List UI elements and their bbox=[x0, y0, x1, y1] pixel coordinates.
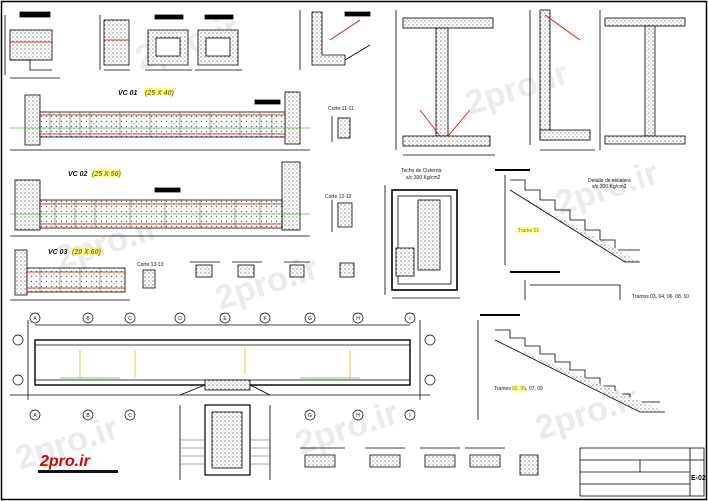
beam-vc02-elevation bbox=[10, 161, 310, 237]
title-block bbox=[579, 447, 705, 497]
grid-bubble bbox=[424, 334, 436, 346]
vc02-dimension: (25 X 50) bbox=[92, 171, 121, 178]
grid-bubble bbox=[424, 374, 436, 386]
stair-flight-3 bbox=[477, 314, 665, 420]
tramos-a-label: Tramos 03, 04, 06, 08, 10 bbox=[632, 294, 689, 300]
grid-bubble: G bbox=[304, 312, 316, 324]
logo-text: 2pro.ir bbox=[39, 453, 91, 470]
bottom-footing-sections bbox=[300, 447, 539, 476]
beam-vc03-elevation bbox=[10, 249, 130, 301]
tramo-01-highlight bbox=[517, 227, 539, 233]
column-elevation-2 bbox=[529, 9, 595, 151]
grid-bubble: B bbox=[82, 312, 94, 324]
watermark-text: 2pro.ir bbox=[531, 379, 643, 448]
svg-text:A: A bbox=[33, 413, 37, 419]
stair-flight-2 bbox=[510, 271, 621, 300]
grid-bubble: F bbox=[259, 312, 271, 324]
grid-bubble: G bbox=[304, 409, 316, 421]
vc03-dimension: (20 X 60) bbox=[72, 249, 101, 256]
tramos-b-label: Tramos 02, 05, 07, 09 bbox=[494, 386, 543, 392]
tramos-b-highlight bbox=[511, 385, 525, 391]
svg-text:H: H bbox=[356, 413, 360, 419]
column-elevation-3 bbox=[599, 10, 686, 150]
grid-bubble: H bbox=[352, 312, 364, 324]
grid-bubble: A bbox=[29, 312, 41, 324]
grid-bubble: C bbox=[124, 409, 136, 421]
foundation-plan bbox=[10, 320, 430, 480]
svg-text:I: I bbox=[409, 413, 410, 419]
detail-beam-section-1 bbox=[145, 14, 192, 71]
section-12-detail bbox=[331, 200, 353, 232]
svg-text:D: D bbox=[178, 316, 182, 322]
detail-footing-1 bbox=[4, 11, 60, 79]
section-11-detail bbox=[331, 116, 351, 142]
vc03-title: VC 03 bbox=[48, 249, 68, 256]
svg-text:C: C bbox=[128, 413, 132, 419]
svg-text:F: F bbox=[263, 316, 266, 322]
cistern-plan bbox=[384, 185, 460, 299]
vc01-highlight bbox=[144, 88, 174, 96]
vc01-title: VC 01 bbox=[118, 90, 138, 97]
stair-detail-title: Detalle de escalera bbox=[588, 178, 631, 184]
section-13-label: Corte 13-13 bbox=[137, 262, 164, 268]
grid-bubbles-bottom: A B C G H I bbox=[29, 409, 416, 421]
watermark-text: 2pro.ir bbox=[291, 394, 403, 463]
vc01-dimension: (25 X 40) bbox=[145, 90, 174, 97]
section-11-label: Corte 11-11 bbox=[328, 106, 354, 112]
grid-bubble bbox=[12, 334, 24, 346]
svg-text:E: E bbox=[223, 316, 227, 322]
grid-bubble: A bbox=[29, 409, 41, 421]
grid-bubble: E bbox=[219, 312, 231, 324]
detail-column-section bbox=[99, 15, 130, 71]
watermark-layer: 2pro.ir 2pro.ir 2pro.ir 2pro.ir 2pro.ir … bbox=[11, 9, 663, 478]
vc03-highlight bbox=[71, 247, 101, 255]
grid-bubble bbox=[12, 374, 24, 386]
grid-bubble: I bbox=[404, 409, 416, 421]
column-elevation-1 bbox=[395, 10, 495, 156]
stair-detail-load: s/c 300 Kg/cm2 bbox=[592, 184, 627, 190]
cistern-title: Techo de Cisterna bbox=[401, 168, 442, 174]
grid-bubble: H bbox=[352, 409, 364, 421]
detail-beam-section-2 bbox=[195, 14, 242, 71]
logo: 2pro.ir bbox=[38, 453, 118, 473]
grid-bubble: B bbox=[82, 409, 94, 421]
svg-text:B: B bbox=[86, 316, 90, 322]
grid-bubble: D bbox=[174, 312, 186, 324]
small-sections-row bbox=[142, 261, 355, 289]
grid-bubble: C bbox=[124, 312, 136, 324]
section-12-label: Corte 12-12 bbox=[325, 194, 352, 200]
svg-text:G: G bbox=[308, 316, 312, 322]
grid-bubble: I bbox=[404, 312, 416, 324]
tramo-01-label: Tramo 01 bbox=[518, 228, 539, 234]
cistern-load: s/c 300 Kg/cm2 bbox=[406, 175, 441, 181]
grid-bubbles-side bbox=[12, 334, 436, 386]
sheet-number: E-02 bbox=[691, 475, 706, 482]
svg-text:A: A bbox=[33, 316, 37, 322]
watermark-text: 2pro.ir bbox=[461, 54, 573, 123]
svg-text:H: H bbox=[356, 316, 360, 322]
vc02-title: VC 02 bbox=[68, 171, 88, 178]
svg-text:C: C bbox=[128, 316, 132, 322]
vc02-highlight bbox=[91, 169, 121, 177]
stair-flight-1 bbox=[495, 169, 640, 265]
grid-bubbles-top: A B C D E F G H I bbox=[29, 312, 416, 324]
svg-text:B: B bbox=[86, 413, 90, 419]
svg-text:I: I bbox=[409, 316, 410, 322]
beam-vc01-elevation bbox=[10, 91, 310, 151]
detail-wall-l bbox=[299, 10, 371, 70]
watermark-text: 2pro.ir bbox=[211, 249, 323, 318]
svg-text:G: G bbox=[308, 413, 312, 419]
